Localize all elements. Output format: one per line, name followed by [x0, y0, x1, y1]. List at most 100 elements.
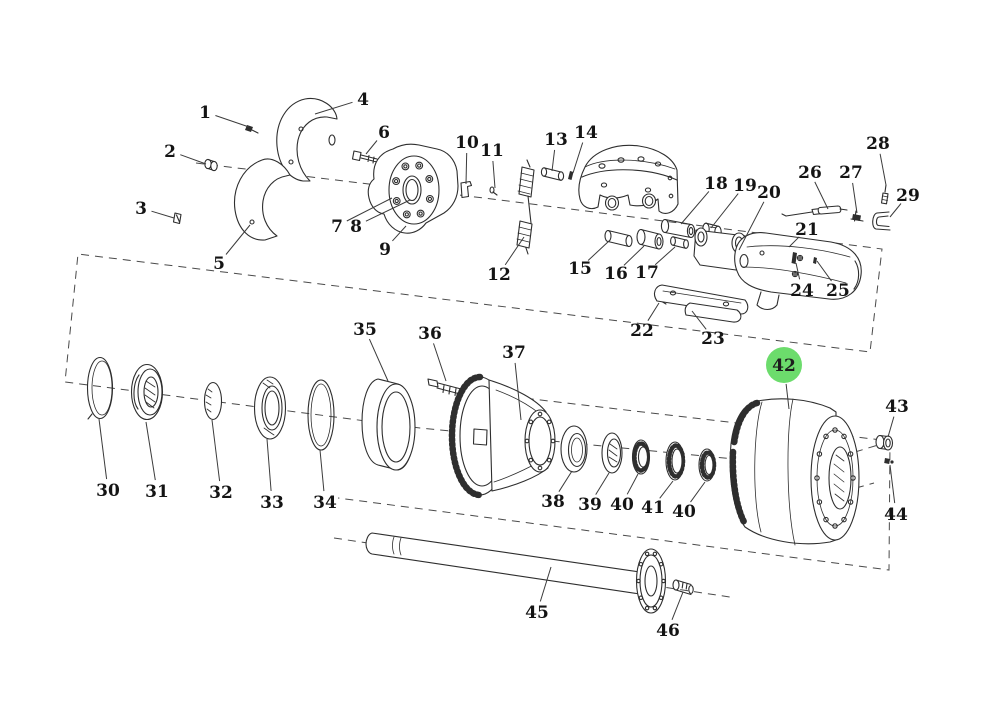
callout-28: 28 [866, 134, 890, 186]
leader-line-29 [889, 203, 902, 218]
leader-line-16 [623, 245, 645, 266]
part-43-nut [875, 434, 894, 451]
highlight-circle[interactable] [766, 347, 802, 383]
callout-label-2: 2 [164, 142, 176, 162]
callout-label-7: 7 [331, 217, 343, 237]
callout-label-24: 24 [790, 281, 814, 301]
callout-label-35: 35 [353, 320, 377, 340]
leader-line-18 [680, 191, 710, 225]
callout-15: 15 [568, 240, 610, 279]
part-16-roller [636, 228, 664, 250]
part-27-clip [850, 210, 864, 222]
leader-line-3 [151, 210, 175, 219]
leader-line-28 [879, 153, 887, 186]
part-10-bracket [460, 180, 473, 199]
leader-line-27 [852, 182, 858, 214]
part-28-pin [880, 184, 889, 205]
leader-line-46 [671, 591, 684, 620]
callout-label-26: 26 [798, 163, 822, 183]
callout-label-44: 44 [884, 505, 908, 525]
part-40a-bearing [631, 439, 651, 475]
part-15-roller [604, 229, 633, 248]
callout-27: 27 [839, 163, 863, 214]
callout-label-40b: 40 [672, 502, 696, 522]
callout-42-highlighted[interactable]: 42 [766, 347, 802, 410]
callout-18: 18 [680, 174, 728, 225]
callout-29: 29 [889, 186, 920, 218]
part-30-snap-ring [86, 356, 114, 420]
part-35-spacer-ring [361, 378, 416, 471]
part-24-pin [791, 252, 797, 264]
leader-line-35 [368, 338, 389, 382]
part-42-brake-drum [729, 398, 860, 546]
callout-11: 11 [480, 141, 504, 189]
part-12-return-spring [516, 159, 535, 255]
leader-line-40b [690, 481, 706, 503]
callout-label-1: 1 [199, 103, 211, 123]
leader-line-44 [889, 464, 896, 504]
callout-45: 45 [525, 566, 552, 623]
callout-label-39: 39 [578, 495, 602, 515]
callout-label-13: 13 [544, 130, 568, 150]
leader-line-41 [659, 480, 674, 499]
leader-line-11 [492, 160, 496, 189]
leader-line-21 [788, 236, 800, 248]
leader-line-37 [514, 362, 522, 421]
callout-2: 2 [164, 142, 207, 165]
callout-label-36: 36 [418, 324, 442, 344]
callout-label-20: 20 [757, 183, 781, 203]
callout-20: 20 [738, 183, 781, 251]
part-34-o-ring [307, 379, 335, 451]
part-23-anchor-plate [653, 284, 749, 323]
part-37-wheel-hub [448, 373, 556, 499]
callout-36: 36 [418, 324, 447, 382]
part-3-clip [172, 212, 182, 225]
leader-line-8 [365, 199, 411, 222]
callout-label-8: 8 [350, 217, 362, 237]
leader-line-38 [558, 470, 573, 492]
part-18-roller [660, 218, 696, 239]
callout-label-19: 19 [733, 176, 757, 196]
callout-label-3: 3 [135, 199, 147, 219]
callout-21: 21 [788, 220, 819, 248]
callout-4: 4 [314, 90, 369, 115]
leader-line-12 [504, 236, 525, 266]
leader-line-15 [587, 240, 610, 261]
callout-label-27: 27 [839, 163, 863, 183]
leader-line-1 [215, 115, 250, 128]
part-45-axle-shaft [365, 532, 667, 614]
callout-label-9: 9 [379, 240, 391, 260]
callout-38: 38 [541, 470, 573, 512]
callout-label-5: 5 [213, 254, 225, 274]
leader-line-26 [814, 181, 829, 210]
leader-line-14 [572, 142, 584, 174]
part-33-oil-seal [253, 376, 287, 440]
callout-19: 19 [710, 176, 757, 229]
callout-label-29: 29 [896, 186, 920, 206]
callout-39: 39 [578, 472, 610, 515]
callout-label-31: 31 [145, 482, 169, 502]
callout-label-6: 6 [378, 123, 390, 143]
callout-label-46: 46 [656, 621, 680, 641]
leader-line-31 [145, 421, 156, 481]
part-9-brake-spider [367, 143, 459, 234]
part-26-cable [781, 205, 848, 217]
callout-9: 9 [379, 225, 407, 260]
part-32-lock-washer [203, 381, 223, 421]
callout-34: 34 [313, 449, 337, 513]
part-11-pin [489, 186, 498, 196]
callout-label-41: 41 [641, 498, 665, 518]
callout-41: 41 [641, 480, 674, 518]
callout-10: 10 [455, 133, 479, 185]
callout-label-12: 12 [487, 265, 511, 285]
leader-line-32 [211, 419, 221, 482]
callout-label-15: 15 [568, 259, 592, 279]
leader-line-20 [738, 201, 765, 251]
leader-line-23 [691, 310, 707, 330]
leader-line-6 [365, 140, 378, 155]
callout-label-10: 10 [455, 133, 479, 153]
callout-14: 14 [572, 123, 598, 174]
leader-line-40a [626, 473, 639, 495]
